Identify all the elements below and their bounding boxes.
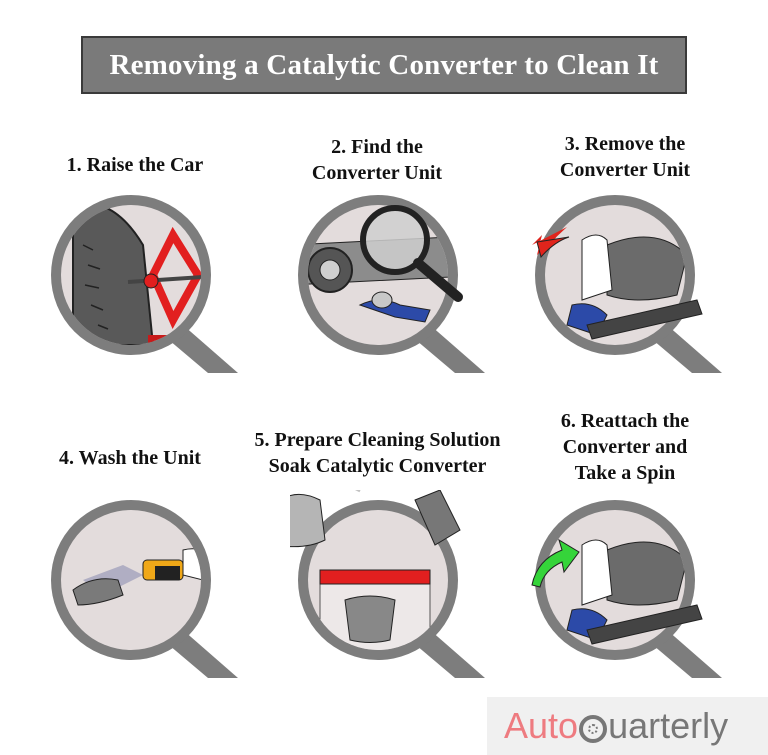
magnifying-glass-icon [360, 205, 430, 275]
magnifier-q-icon [298, 195, 485, 373]
wheel-icon [579, 715, 608, 743]
step-6-illustration [527, 490, 727, 690]
step-1-illustration [43, 185, 243, 385]
magnifier-q-icon [531, 500, 722, 678]
step-3-label: 3. Remove the Converter Unit [559, 133, 691, 181]
step-5-label: 5. Prepare Cleaning Solution Soak Cataly… [254, 429, 501, 477]
step-2-illustration [290, 185, 490, 385]
red-arrow-icon [536, 236, 570, 259]
green-arrow-icon [531, 538, 580, 588]
magnifier-q-icon [290, 490, 485, 678]
step-4-illustration [43, 490, 243, 690]
magnifier-q-icon [51, 195, 238, 373]
step-4-label: 4. Wash the Unit [59, 447, 201, 469]
title-banner: Removing a Catalytic Converter to Clean … [81, 36, 687, 94]
step-6-label: 6. Reattach the Converter and Take a Spi… [560, 410, 690, 484]
step-5-illustration [290, 490, 490, 690]
wrench-icon [586, 299, 703, 340]
kettle-icon [290, 493, 326, 548]
bottle-icon [414, 490, 461, 546]
step-1-label: 1. Raise the Car [66, 154, 204, 176]
wrench-icon [586, 604, 703, 645]
magnifier-q-icon [532, 195, 722, 373]
step-2-label: 2. Find the Converter Unit [311, 136, 443, 184]
logo-text-auto: Auto [504, 705, 579, 746]
page-title: Removing a Catalytic Converter to Clean … [109, 48, 659, 81]
autoquarterly-logo: Auto uarterly [487, 697, 768, 755]
magnifier-q-icon [51, 500, 238, 678]
step-3-illustration [527, 185, 727, 385]
logo-text-quarterly: uarterly [608, 705, 729, 746]
